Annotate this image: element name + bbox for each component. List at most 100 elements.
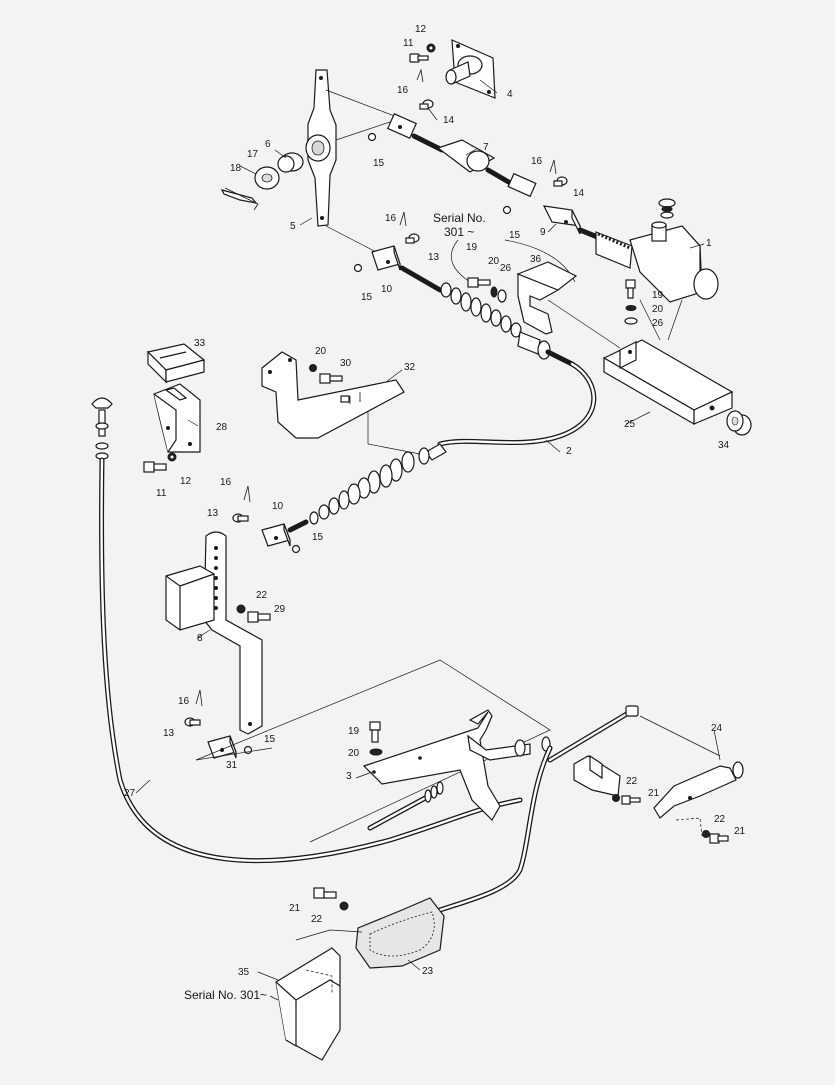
callout-1: 1 bbox=[706, 238, 712, 249]
serial-note-top-line2: 301 ~ bbox=[444, 225, 474, 239]
callout-31: 31 bbox=[226, 760, 238, 771]
callout-4: 4 bbox=[507, 89, 513, 100]
washer-20d bbox=[369, 748, 383, 756]
bolt-11-12-mid bbox=[143, 452, 177, 473]
bolt-21b bbox=[709, 833, 729, 844]
bolt-19c bbox=[369, 721, 381, 743]
dashed-group-outline bbox=[195, 659, 551, 843]
washer-26a bbox=[497, 289, 507, 303]
bolt-19b bbox=[625, 279, 636, 299]
callout-labels: 12 11 4 16 14 7 6 17 18 15 16 14 5 15 9 … bbox=[124, 24, 746, 978]
callout-16d: 16 bbox=[220, 477, 232, 488]
callout-15d: 15 bbox=[312, 532, 324, 543]
clevis-pin-14b bbox=[553, 176, 568, 187]
washer-22b bbox=[612, 794, 620, 802]
callout-9: 9 bbox=[540, 227, 546, 238]
callout-26b: 26 bbox=[652, 318, 664, 329]
washer-22a bbox=[236, 604, 246, 614]
serial-note-top-line1: Serial No. bbox=[433, 211, 486, 225]
part-6-bushing bbox=[277, 152, 304, 173]
callout-24: 24 bbox=[711, 723, 723, 734]
washer-20b bbox=[625, 305, 637, 311]
serial-note-bottom: Serial No. 301~ bbox=[184, 988, 267, 1002]
pin-13a bbox=[405, 233, 420, 244]
callout-11b: 11 bbox=[156, 488, 167, 499]
callout-20b: 20 bbox=[652, 304, 664, 315]
callout-20d: 20 bbox=[348, 748, 360, 759]
pin-13b bbox=[232, 513, 249, 523]
callout-20c: 20 bbox=[315, 346, 327, 357]
callout-22c: 22 bbox=[714, 814, 726, 825]
part-35-cover bbox=[275, 947, 341, 1061]
cotter-pin-16c bbox=[399, 211, 407, 227]
part-2-cable-lower bbox=[287, 443, 447, 533]
washer-22d bbox=[339, 901, 349, 911]
bolt-washer-11-12-top bbox=[409, 43, 436, 63]
rod-3-threads bbox=[424, 781, 444, 803]
callout-11a: 11 bbox=[403, 38, 414, 49]
callout-15a: 15 bbox=[373, 158, 385, 169]
callout-3: 3 bbox=[346, 771, 352, 782]
cable-to-23 bbox=[437, 745, 553, 913]
part-32-bracket bbox=[261, 351, 405, 439]
part-1-actuator bbox=[595, 198, 719, 303]
washer-15b bbox=[502, 205, 512, 215]
washer-15d bbox=[291, 544, 301, 554]
part-5-lever bbox=[305, 69, 337, 227]
cotter-pin-16e bbox=[195, 689, 203, 707]
callout-14b: 14 bbox=[573, 188, 585, 199]
bolt-29 bbox=[247, 611, 271, 623]
washer-15a bbox=[367, 132, 377, 142]
cotter-pin-16d bbox=[243, 485, 251, 503]
callout-36: 36 bbox=[530, 254, 542, 265]
part-9-clevis bbox=[542, 205, 603, 241]
clevis-pin-14a bbox=[419, 99, 434, 110]
callout-22d: 22 bbox=[311, 914, 323, 925]
callout-25: 25 bbox=[624, 419, 636, 430]
callout-21c: 21 bbox=[289, 903, 301, 914]
bolt-21c bbox=[313, 887, 337, 899]
callout-10a: 10 bbox=[381, 284, 393, 295]
callout-13b: 13 bbox=[207, 508, 219, 519]
callout-20a: 20 bbox=[488, 256, 500, 267]
part-36-bracket bbox=[516, 261, 578, 335]
callout-22b: 22 bbox=[626, 776, 638, 787]
part-27-cable bbox=[91, 397, 523, 864]
cotter-pin-16a bbox=[416, 68, 424, 83]
part-bracket-small bbox=[573, 754, 621, 797]
part-10-clevis-top bbox=[371, 245, 401, 271]
callout-27: 27 bbox=[124, 788, 136, 799]
callout-35: 35 bbox=[238, 967, 250, 978]
part-17-washer bbox=[254, 166, 280, 190]
callout-7: 7 bbox=[483, 142, 489, 153]
washer-15c bbox=[353, 263, 363, 273]
part-23-boot bbox=[355, 897, 445, 969]
part-18-cotter bbox=[220, 189, 258, 204]
callout-19b: 19 bbox=[652, 290, 664, 301]
cotter-pin-16b bbox=[549, 159, 557, 175]
callout-5: 5 bbox=[290, 221, 296, 232]
part-4-pin-plate bbox=[445, 39, 496, 99]
callout-21b: 21 bbox=[734, 826, 746, 837]
washer-26b bbox=[624, 317, 638, 325]
callout-17: 17 bbox=[247, 149, 259, 160]
callout-29: 29 bbox=[274, 604, 286, 615]
serial-note-top: Serial No. 301 ~ bbox=[433, 211, 576, 283]
callout-34: 34 bbox=[718, 440, 730, 451]
callout-10b: 10 bbox=[272, 501, 284, 512]
callout-8: 8 bbox=[197, 633, 203, 644]
callout-13c: 13 bbox=[163, 728, 175, 739]
callout-6: 6 bbox=[265, 139, 271, 150]
callout-16c: 16 bbox=[385, 213, 397, 224]
callout-16b: 16 bbox=[531, 156, 543, 167]
callout-32: 32 bbox=[404, 362, 416, 373]
part-34-collar bbox=[726, 410, 752, 436]
callout-33: 33 bbox=[194, 338, 206, 349]
callout-21a: 21 bbox=[648, 788, 660, 799]
callout-16e: 16 bbox=[178, 696, 190, 707]
callout-2: 2 bbox=[566, 446, 572, 457]
callout-23: 23 bbox=[422, 966, 434, 977]
callout-14a: 14 bbox=[443, 115, 455, 126]
